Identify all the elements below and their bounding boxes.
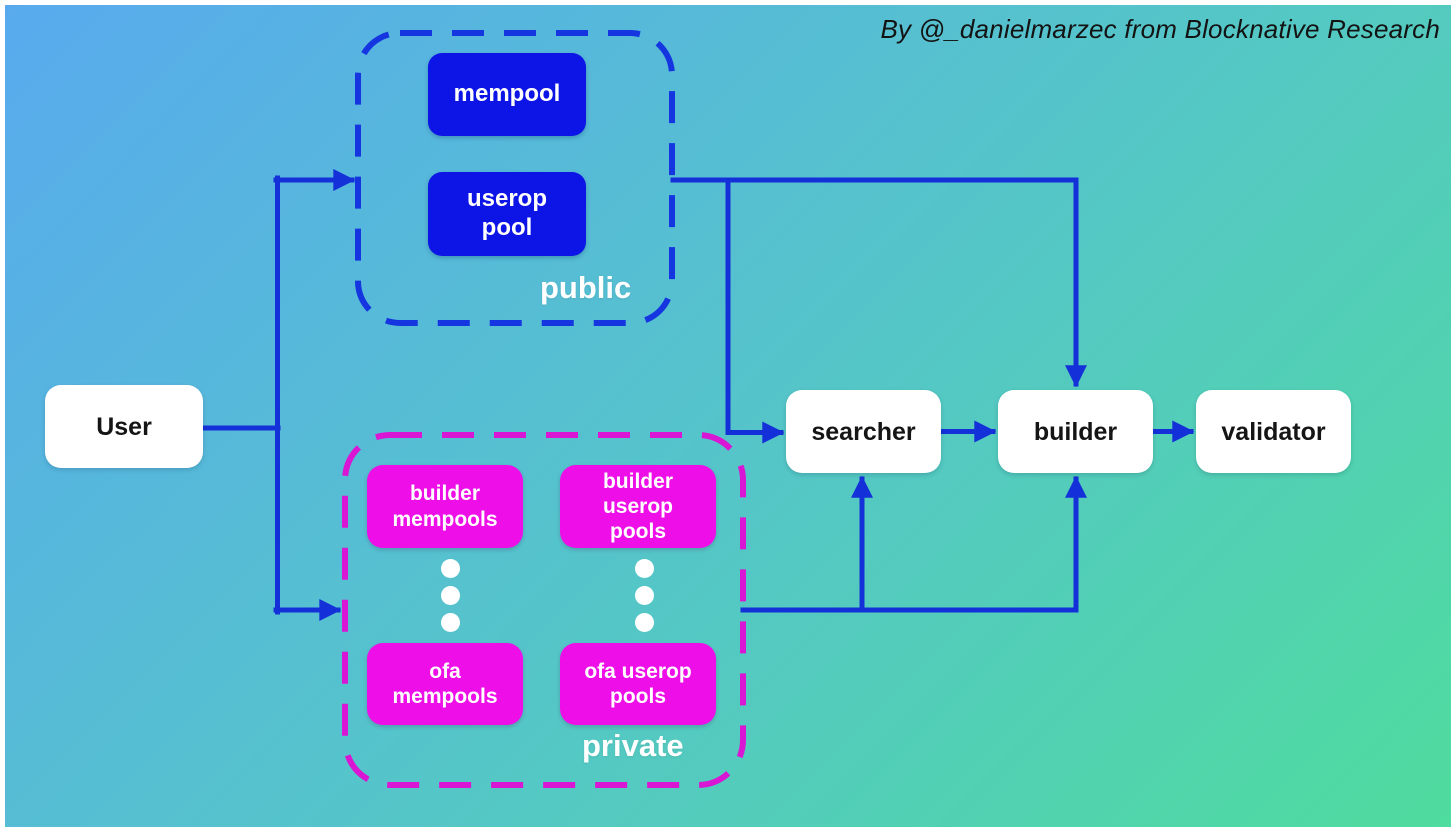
arrow-private-to-builder	[740, 475, 1087, 613]
private-group-border	[342, 432, 746, 788]
public-group-border	[355, 30, 675, 326]
ellipsis-dots-left	[441, 559, 460, 632]
private-group-label: private	[582, 728, 684, 763]
ellipsis-dot	[635, 559, 654, 578]
node-user: User	[45, 385, 203, 468]
node-ofa-mempools: ofa mempools	[367, 643, 523, 725]
ellipsis-dots-right	[635, 559, 654, 632]
arrow-public-to-builder	[670, 177, 1087, 388]
node-builder: builder	[998, 390, 1153, 473]
ellipsis-dot	[635, 613, 654, 632]
node-validator: validator	[1196, 390, 1351, 473]
node-builder-mempools: builder mempools	[367, 465, 523, 548]
ellipsis-dot	[441, 613, 460, 632]
node-builder-userop-pools: builder userop pools	[560, 465, 716, 548]
arrow-public-to-searcher	[725, 177, 785, 444]
ellipsis-dot	[441, 559, 460, 578]
attribution-text: By @_danielmarzec from Blocknative Resea…	[880, 14, 1440, 44]
node-userop-pool: userop pool	[428, 172, 586, 256]
ellipsis-dot	[635, 586, 654, 605]
node-mempool: mempool	[428, 53, 586, 136]
ellipsis-dot	[441, 586, 460, 605]
public-group-label: public	[540, 270, 632, 305]
node-ofa-userop-pools: ofa userop pools	[560, 643, 716, 725]
node-searcher: searcher	[786, 390, 941, 473]
